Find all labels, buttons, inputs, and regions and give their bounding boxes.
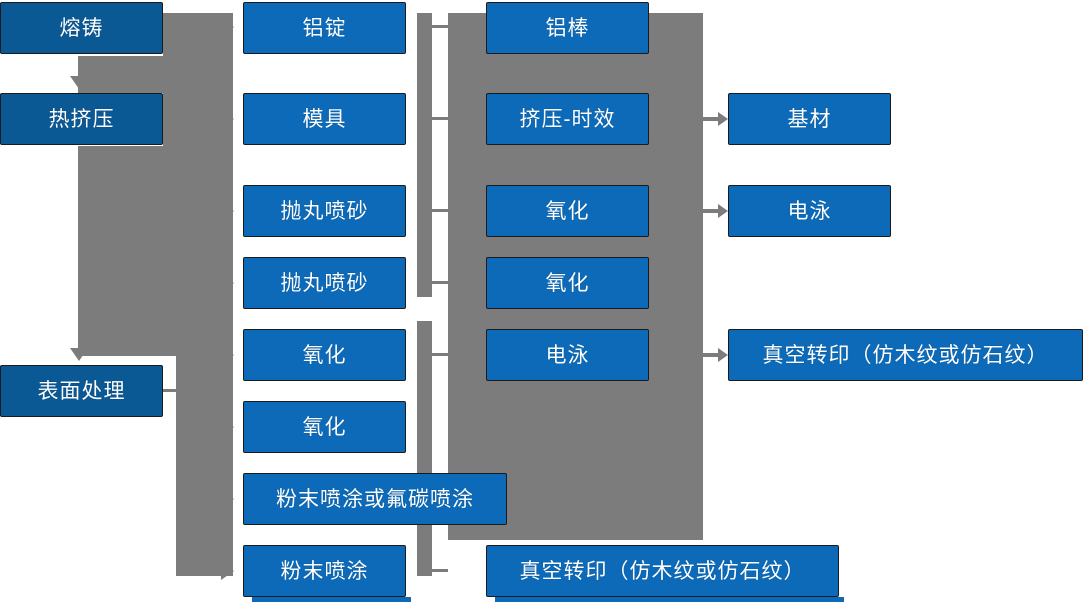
- process-box-oxidation-1[interactable]: 氧化: [486, 180, 654, 242]
- bus-arrow-to-oxidation2: [221, 418, 234, 436]
- output-box-substrate[interactable]: 基材: [728, 88, 896, 150]
- process-box-electrophoresis[interactable]: 电泳: [486, 324, 654, 386]
- stage-box-surface-treatment[interactable]: 表面处理: [0, 365, 163, 417]
- mid-bus-gap-1: [417, 297, 432, 321]
- bus-down-arrow-surface-treatment: [70, 348, 88, 361]
- arrow-stem: [703, 209, 718, 213]
- mid-tick-4: [432, 281, 448, 284]
- mid-bus-narrow: [417, 13, 432, 576]
- input-box-aluminum-ingot[interactable]: 铝锭: [243, 0, 411, 59]
- arrow-to-substrate: [703, 112, 728, 126]
- process-box-aluminum-bar[interactable]: 铝棒: [486, 0, 654, 59]
- bus-arrow-to-ingot: [221, 18, 234, 36]
- left-bus-wide: [78, 13, 233, 356]
- input-box-shot-blasting-2[interactable]: 抛丸喷砂: [243, 252, 411, 314]
- bus-arrow-to-shotblast2: [221, 274, 234, 292]
- output-box-electrophoresis[interactable]: 电泳: [728, 180, 896, 242]
- process-box-oxidation-2[interactable]: 氧化: [486, 252, 654, 314]
- mid-tick-6: [432, 569, 448, 572]
- process-box-vacuum-transfer-print[interactable]: 真空转印（仿木纹或仿石纹）: [486, 540, 844, 602]
- arrow-to-vacuum-transfer: [703, 348, 728, 362]
- input-box-mold[interactable]: 模具: [243, 88, 411, 150]
- bus-arrow-to-shotblast1: [221, 202, 234, 220]
- stage-box-hot-extrusion[interactable]: 热挤压: [0, 93, 163, 145]
- input-box-oxidation-2[interactable]: 氧化: [243, 396, 411, 458]
- bus-down-arrow-hot-extrusion: [70, 76, 88, 89]
- bus-arrow-to-oxidation1: [221, 346, 234, 364]
- input-box-powder-coating[interactable]: 粉末喷涂: [243, 540, 411, 602]
- mid-tick-5: [432, 353, 448, 356]
- output-box-vacuum-transfer-print[interactable]: 真空转印（仿木纹或仿石纹）: [728, 324, 1084, 386]
- arrow-stem: [703, 117, 718, 121]
- stage-box-melting-casting[interactable]: 熔铸: [0, 2, 163, 54]
- input-box-shot-blasting-1[interactable]: 抛丸喷砂: [243, 180, 411, 242]
- arrow-to-electrophoresis: [703, 204, 728, 218]
- process-box-extrusion-aging[interactable]: 挤压-时效: [486, 88, 654, 150]
- left-bus-narrow: [176, 356, 233, 576]
- arrow-right-icon: [718, 112, 728, 126]
- mid-tick-1: [432, 25, 448, 28]
- bus-arrow-to-mold: [221, 110, 234, 128]
- bus-arrow-to-powder1: [221, 490, 234, 508]
- arrow-right-icon: [718, 348, 728, 362]
- input-box-powder-or-fluorocarbon-coating[interactable]: 粉末喷涂或氟碳喷涂: [243, 468, 512, 530]
- mid-tick-2: [432, 117, 448, 120]
- arrow-stem: [703, 353, 718, 357]
- arrow-right-icon: [718, 204, 728, 218]
- mid-tick-3: [432, 209, 448, 212]
- bus-arrow-to-powder2: [221, 562, 234, 580]
- input-box-oxidation-1[interactable]: 氧化: [243, 324, 411, 386]
- surface-treatment-stub: [163, 389, 179, 392]
